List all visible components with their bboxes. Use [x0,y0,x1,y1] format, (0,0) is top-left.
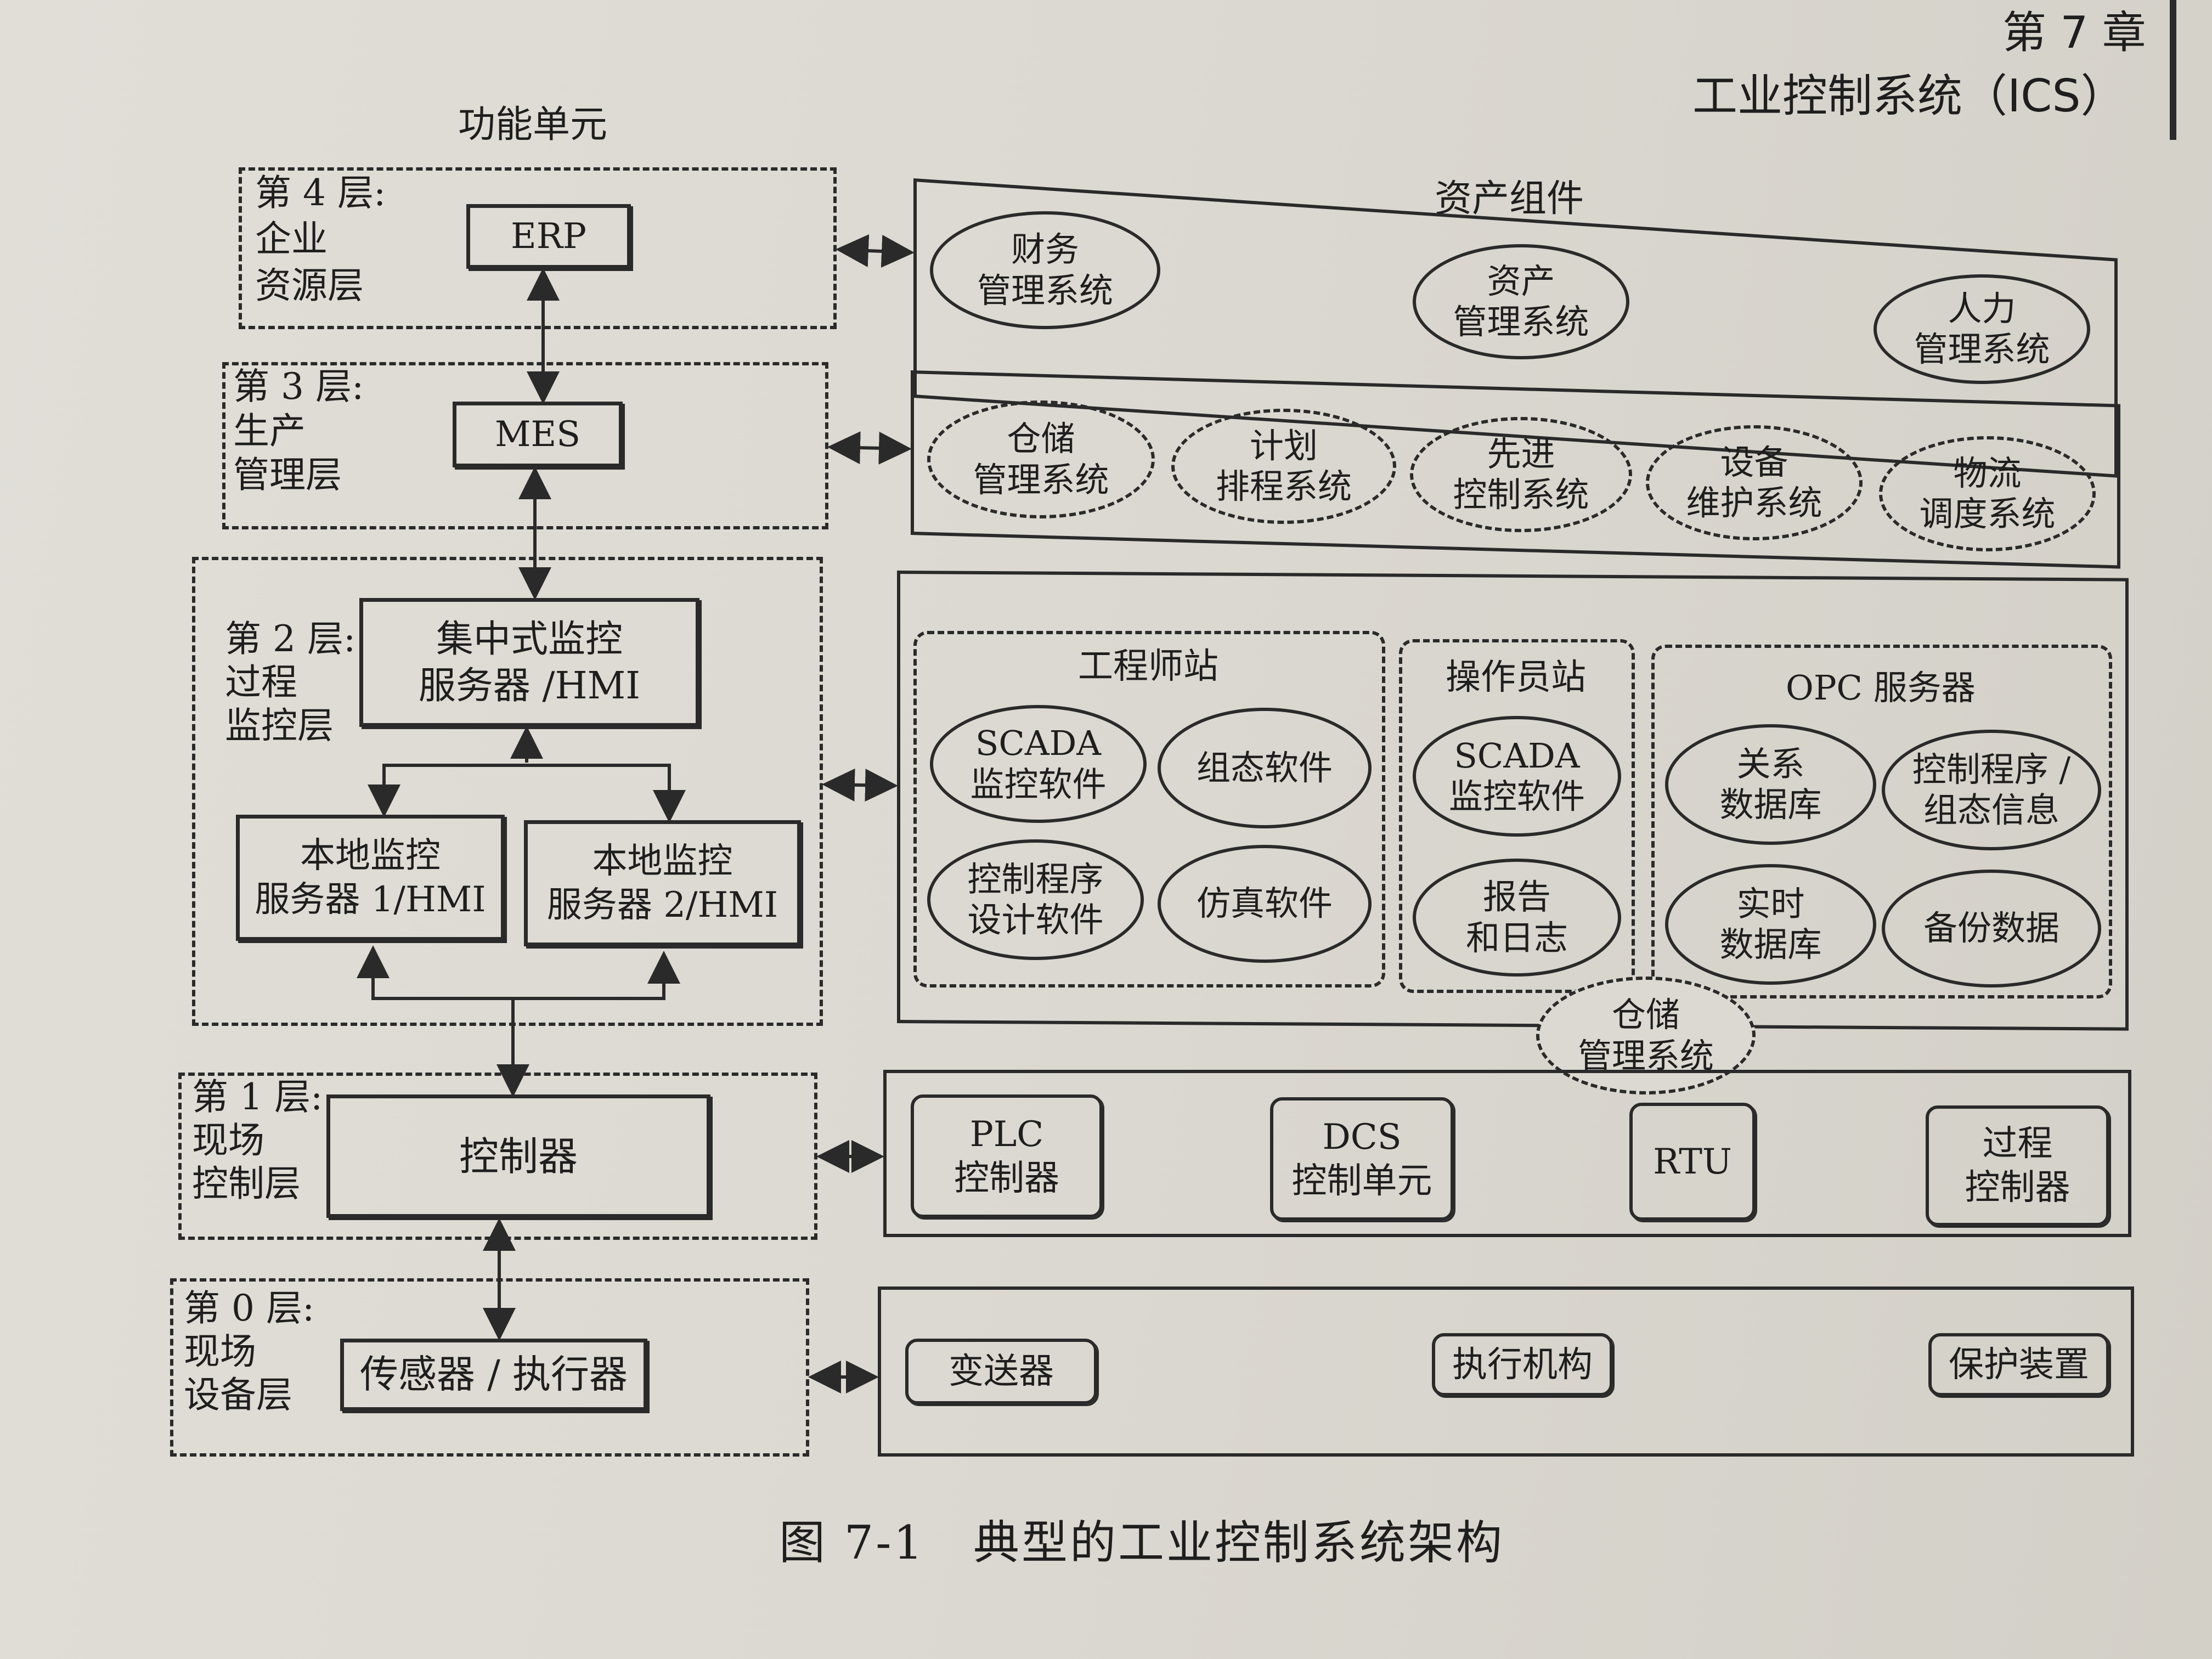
level4-label: 第 4 层: 企业 资源层 [255,172,386,307]
backup-data: 备份数据 [1882,870,2101,988]
transmitter: 变送器 [905,1339,1097,1404]
planning-system: 计划 排程系统 [1171,409,1396,524]
chapter-title: 工业控制系统（ICS） [1692,70,2126,122]
operator-station-group [1399,639,1635,993]
maintenance-system: 设备 维护系统 [1646,425,1863,540]
l3-asset-link [827,431,912,465]
op-scada-software: SCADA 监控软件 [1413,716,1621,837]
level1-label: 第 1 层: 现场 控制层 [192,1076,323,1205]
advanced-control-system: 先进 控制系统 [1410,417,1632,532]
process-controller: 过程 控制器 [1926,1105,2109,1226]
logistics-system: 物流 调度系统 [1879,436,2096,551]
actuator-mechanism: 执行机构 [1432,1333,1613,1396]
central-scada-box: 集中式监控 服务器 /HMI [359,598,699,727]
finance-system: 财务 管理系统 [930,211,1160,329]
functional-units-title: 功能单元 [458,103,608,146]
layer1-asset-panel [883,1070,2131,1237]
chapter-label: 第 7 章 [2002,7,2146,58]
engineer-station-title: 工程师站 [1078,646,1218,687]
control-program-config-info: 控制程序 / 组态信息 [1882,730,2101,850]
relational-database: 关系 数据库 [1665,724,1876,845]
level0-label: 第 0 层: 现场 设备层 [184,1287,315,1417]
level3-label: 第 3 层: 生产 管理层 [233,365,364,496]
op-reports-logs: 报告 和日志 [1413,859,1621,977]
eng-scada-software: SCADA 监控软件 [930,705,1147,823]
eng-config-software: 组态软件 [1158,708,1372,828]
figure-caption: 图 7-1 典型的工业控制系统架构 [779,1516,1504,1570]
erp-box: ERP [466,204,631,269]
header-rule [2170,0,2176,140]
warehouse-system-overlap: 仓储 管理系统 [1536,977,1756,1094]
sensor-actuator-box: 传感器 / 执行器 [340,1339,647,1411]
asset-components-title: 资产组件 [1435,177,1584,221]
opc-server-group [1651,645,2112,998]
l2-asset-link [822,768,898,802]
eng-simulation-software: 仿真软件 [1158,845,1372,963]
scada-branch [382,764,671,812]
dcs-control-unit: DCS 控制单元 [1270,1097,1454,1221]
plc-controller: PLC 控制器 [911,1094,1103,1218]
layer0-asset-panel [878,1286,2134,1457]
eng-program-design-software: 控制程序 设计软件 [927,839,1144,960]
local-hmi-1-box: 本地监控 服务器 1/HMI [236,815,505,941]
local-hmi-2-box: 本地监控 服务器 2/HMI [524,820,801,946]
realtime-database: 实时 数据库 [1665,864,1876,985]
protection-device: 保护装置 [1928,1333,2109,1396]
l4-asset-link [836,234,915,268]
opc-server-title: OPC 服务器 [1786,668,1976,708]
asset-management-system: 资产 管理系统 [1413,244,1629,359]
operator-station-title: 操作员站 [1446,657,1586,698]
engineer-station-group [913,631,1385,988]
warehouse-system: 仓储 管理系统 [927,400,1155,518]
hr-system: 人力 管理系统 [1874,274,2090,384]
rtu-device: RTU [1629,1103,1756,1221]
hmi-bottom-bus [371,949,665,1000]
level2-frame [192,557,823,1026]
level2-label: 第 2 层: 过程 监控层 [225,618,356,747]
